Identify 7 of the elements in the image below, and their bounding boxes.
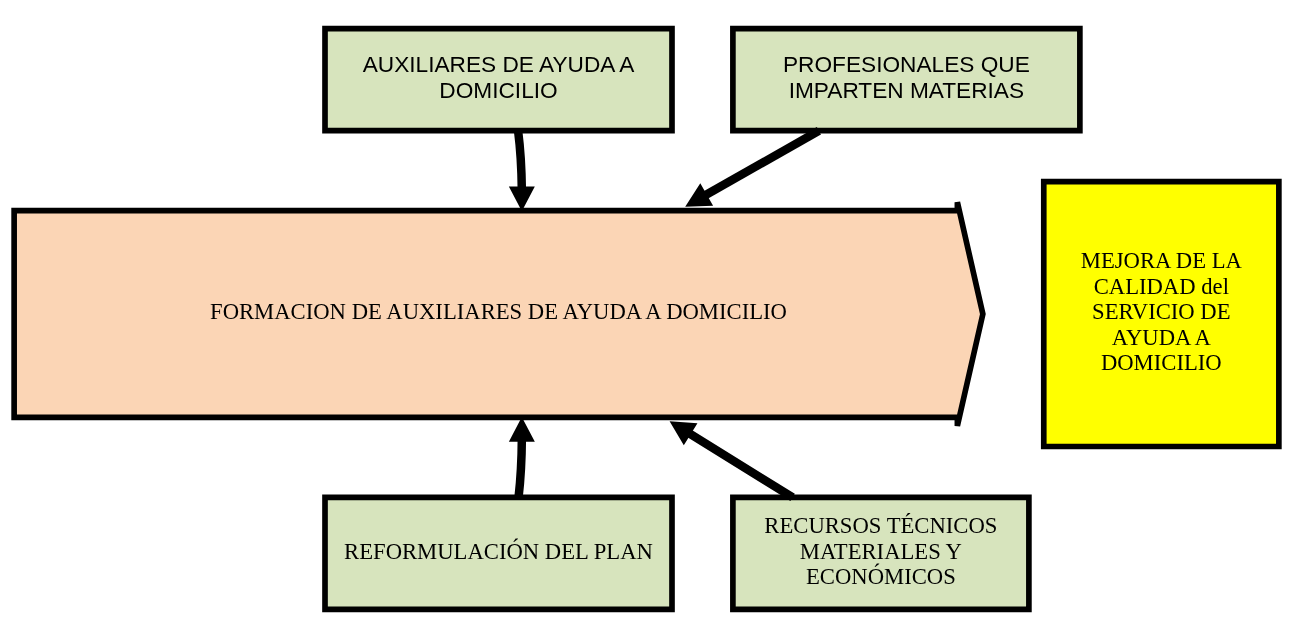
node-box: REFORMULACIÓN DEL PLAN (322, 494, 675, 612)
arrow (669, 420, 795, 501)
node-box: MEJORA DE LA CALIDAD del SERVICIO DE AYUDA A DOMICILIO (1040, 178, 1282, 449)
node-box: RECURSOS TÉCNICOS MATERIALES Y ECONÓMICOS (730, 494, 1032, 612)
node-box: AUXILIARES DE AYUDA A DOMICILIO (322, 25, 675, 133)
arrow (685, 126, 821, 207)
node-box: PROFESIONALES QUE IMPARTEN MATERIAS (730, 25, 1083, 133)
